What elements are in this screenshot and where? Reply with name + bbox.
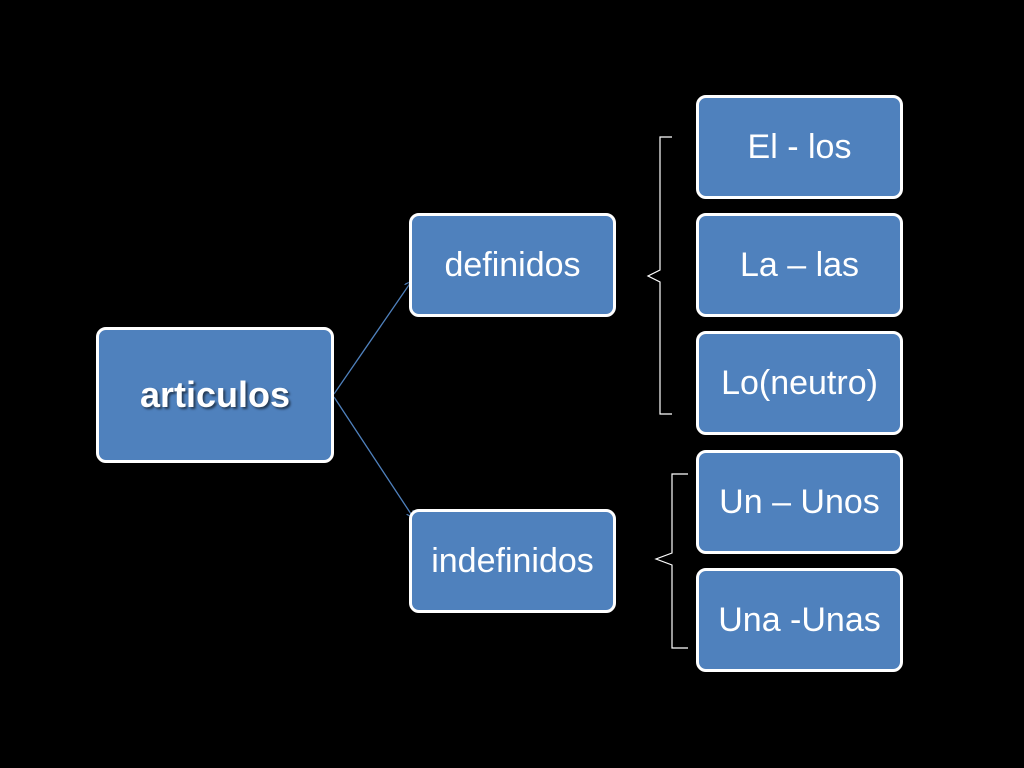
node-indefinidos-label: indefinidos xyxy=(431,541,594,580)
node-lo-neutro-label: Lo(neutro) xyxy=(721,363,878,402)
node-una-unas-label: Una -Unas xyxy=(718,600,881,639)
connector-root-to-indefinidos xyxy=(333,396,413,517)
node-un-unos-label: Un – Unos xyxy=(719,482,880,521)
node-lo-neutro: Lo(neutro) xyxy=(696,331,903,435)
brace-indefinidos xyxy=(654,473,688,649)
connector-root-to-definidos xyxy=(333,282,411,395)
node-indefinidos: indefinidos xyxy=(409,509,616,613)
node-la-las: La – las xyxy=(696,213,903,317)
node-una-unas: Una -Unas xyxy=(696,568,903,672)
node-articulos: articulos xyxy=(96,327,334,463)
node-un-unos: Un – Unos xyxy=(696,450,903,554)
node-definidos: definidos xyxy=(409,213,616,317)
node-articulos-label: articulos xyxy=(139,374,291,415)
node-definidos-label: definidos xyxy=(444,245,581,284)
brace-definidos xyxy=(646,136,672,415)
node-la-las-label: La – las xyxy=(739,245,860,284)
node-el-los-label: El - los xyxy=(747,127,852,166)
node-el-los: El - los xyxy=(696,95,903,199)
